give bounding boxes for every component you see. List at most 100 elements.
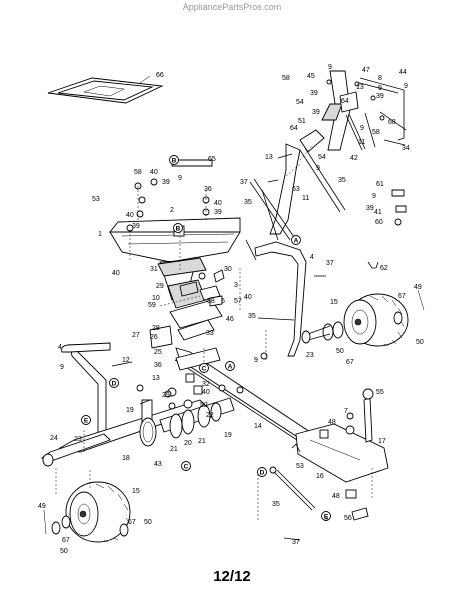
callout-10: 10 <box>152 295 160 302</box>
callout-11b: 11 <box>302 195 309 202</box>
reference-letters: B B A C A D E C D E <box>81 155 331 521</box>
callout-43: 43 <box>154 461 162 468</box>
callout-4b: 4 <box>58 344 62 351</box>
callout-67d: 67 <box>62 537 70 544</box>
callout-19b: 19 <box>224 432 232 439</box>
callout-13: 13 <box>356 84 364 91</box>
callout-9h: 9 <box>60 364 64 371</box>
callout-56: 56 <box>344 515 352 522</box>
callout-39d: 39 <box>162 179 170 186</box>
callout-57: 57 <box>234 298 242 305</box>
ref-letter-a2: A <box>228 364 233 371</box>
callout-13c: 13 <box>152 375 160 382</box>
callout-40f: 40 <box>202 389 210 396</box>
callout-32: 32 <box>202 381 210 388</box>
small-hardware <box>111 153 407 541</box>
callout-27: 27 <box>132 332 140 339</box>
callout-67: 67 <box>398 293 406 300</box>
callout-14: 14 <box>254 423 262 430</box>
callout-40b: 40 <box>214 200 222 207</box>
axle-bracket <box>295 388 389 483</box>
ref-letter-a: A <box>294 238 299 245</box>
left-wheel <box>42 453 131 543</box>
callout-59: 59 <box>148 302 156 309</box>
callout-6: 6 <box>221 298 225 305</box>
callout-42: 42 <box>350 155 358 162</box>
callout-1: 1 <box>98 231 102 238</box>
callout-25: 25 <box>154 349 162 356</box>
callout-39g: 39 <box>366 205 374 212</box>
callout-9: 9 <box>328 64 332 71</box>
callout-66: 66 <box>156 72 164 79</box>
callout-37b: 37 <box>326 260 334 267</box>
callout-36b: 36 <box>154 362 162 369</box>
callout-39c: 39 <box>312 109 320 116</box>
callout-37: 37 <box>240 179 248 186</box>
callout-40: 40 <box>150 169 158 176</box>
callout-39b: 39 <box>376 93 384 100</box>
callout-35: 35 <box>338 177 346 184</box>
callout-40e: 40 <box>244 294 252 301</box>
callout-30: 30 <box>224 266 232 273</box>
callout-9b: 9 <box>378 85 382 92</box>
callout-46: 46 <box>226 316 234 323</box>
main-handle-frame <box>40 143 346 461</box>
callout-35b: 35 <box>244 199 252 206</box>
cover-plate <box>47 75 164 104</box>
callout-53: 53 <box>92 196 100 203</box>
callout-44: 44 <box>399 69 407 76</box>
callout-40d: 40 <box>112 270 120 277</box>
callout-67b: 67 <box>346 359 354 366</box>
callout-4: 4 <box>310 254 314 261</box>
callout-64: 64 <box>341 98 349 105</box>
callout-48: 48 <box>328 419 336 426</box>
callout-47: 47 <box>362 67 370 74</box>
callout-50d: 50 <box>60 548 68 555</box>
callout-18: 18 <box>122 455 130 462</box>
callout-58b: 58 <box>372 129 380 136</box>
callout-35d: 35 <box>272 501 280 508</box>
ref-letter-b2: B <box>176 226 181 233</box>
callout-9j: 9 <box>324 516 328 523</box>
part-callouts: 66 9 47 44 58 45 39 8 13 9 9 54 39 64 39… <box>38 64 424 555</box>
spreader-components <box>149 279 223 371</box>
callout-8: 8 <box>378 75 382 82</box>
callout-39e: 39 <box>214 209 222 216</box>
callout-13b: 13 <box>265 154 273 161</box>
callout-9f: 9 <box>178 175 182 182</box>
callout-29: 29 <box>156 283 164 290</box>
callout-21: 21 <box>198 438 206 445</box>
callout-58: 58 <box>282 75 290 82</box>
callout-15: 15 <box>330 299 338 306</box>
callout-19: 19 <box>126 407 134 414</box>
callout-40c: 40 <box>126 212 134 219</box>
callout-26: 26 <box>150 334 158 341</box>
callout-52: 52 <box>200 402 208 409</box>
ref-letter-e2: E <box>324 514 329 521</box>
callout-11: 11 <box>358 139 365 146</box>
callout-12: 12 <box>122 357 130 364</box>
callout-23b: 23 <box>74 436 82 443</box>
callout-60: 60 <box>375 219 383 226</box>
callout-53b: 53 <box>296 463 304 470</box>
callout-55: 55 <box>376 389 384 396</box>
callout-9g: 9 <box>372 193 376 200</box>
callout-2: 2 <box>170 207 174 214</box>
callout-22: 22 <box>206 412 214 419</box>
callout-3: 3 <box>234 282 238 289</box>
callout-65: 65 <box>208 156 216 163</box>
page-number: 12/12 <box>213 568 251 585</box>
ref-letter-d: D <box>112 381 117 388</box>
callout-23: 23 <box>306 352 314 359</box>
callout-45: 45 <box>307 73 315 80</box>
callout-9d: 9 <box>360 125 364 132</box>
callout-21b: 21 <box>170 446 178 453</box>
callout-50c: 50 <box>144 519 152 526</box>
ref-letter-c2: C <box>184 464 189 471</box>
callout-54b: 54 <box>318 154 326 161</box>
callout-28: 28 <box>152 325 160 332</box>
callout-50: 50 <box>416 339 424 346</box>
callout-34: 34 <box>402 145 410 152</box>
